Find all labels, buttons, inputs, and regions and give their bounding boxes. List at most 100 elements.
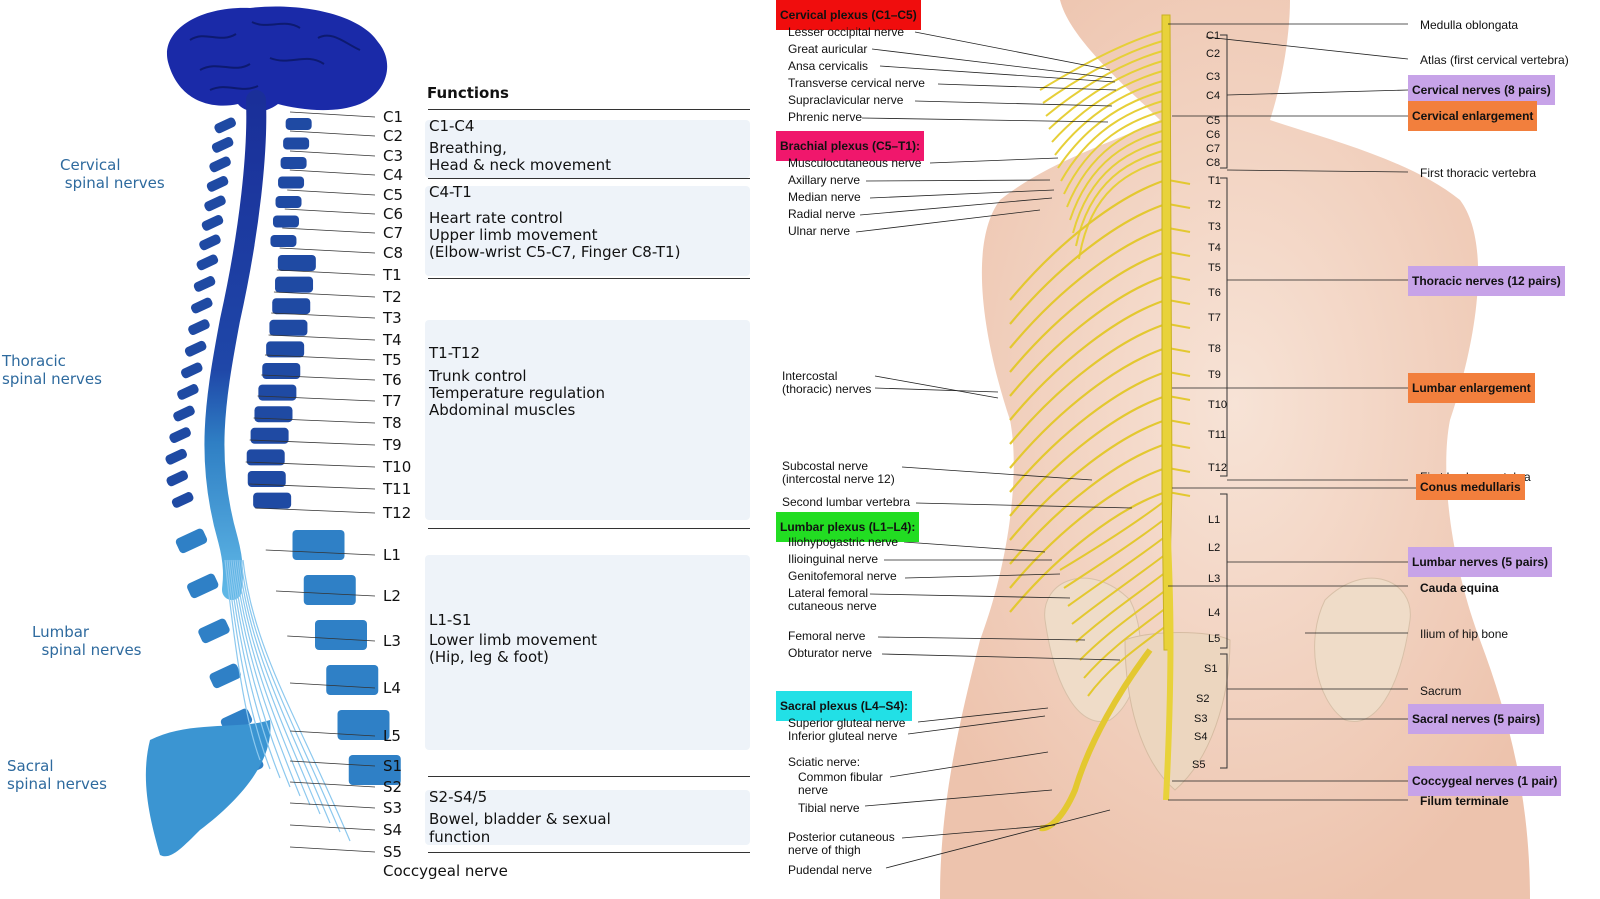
spinous-process — [204, 195, 226, 212]
segment-pointer — [273, 291, 376, 298]
lumbar-branch — [1079, 589, 1167, 661]
vertebra-label-s4: S4 — [1194, 731, 1208, 743]
vertebra-label-c2: C2 — [1206, 48, 1221, 60]
segment-pointer — [289, 760, 376, 767]
label-ilioinguinal: Ilioinguinal nerve — [788, 552, 879, 566]
hip-bone — [1314, 577, 1411, 722]
cauda-equina-strand — [242, 559, 351, 842]
lumbar-branch — [1059, 499, 1167, 571]
vertebral-body — [278, 176, 305, 189]
intercostal-nerve — [1009, 466, 1167, 589]
leader-line — [877, 636, 1086, 641]
segment-pointer — [289, 150, 376, 157]
spinous-process — [169, 427, 191, 443]
cauda-equina-strand — [240, 559, 341, 833]
label-medulla: Medulla oblongata — [1420, 18, 1519, 32]
spinous-process — [196, 254, 219, 271]
cauda-equina-strand — [234, 559, 311, 806]
label-subcostal: Subcostal nerve (intercostal nerve 12) — [782, 459, 895, 486]
segment-pointer — [284, 208, 376, 215]
segment-pointer — [257, 395, 376, 402]
vertebral-body — [266, 341, 305, 358]
label-lateral-femoral: Lateral femoral cutaneous nerve — [788, 586, 877, 613]
vertebra-label-t6: T6 — [1208, 287, 1221, 299]
spinous-process — [199, 234, 221, 251]
leader-line — [874, 375, 999, 399]
intercostal-nerve — [1009, 250, 1167, 373]
segment-label-l3: L3 — [383, 632, 401, 650]
brachial-plexus-tag: Brachial plexus (C5–T1): — [776, 131, 925, 161]
intercostal-nerve — [1009, 274, 1167, 397]
segment-pointer — [245, 461, 376, 468]
segment-label-l2: L2 — [383, 587, 401, 605]
segment-label-t11: T11 — [383, 480, 412, 498]
leader-line — [914, 100, 1113, 107]
label-leader-lines — [855, 23, 1416, 869]
cauda-equina-strand — [238, 559, 331, 824]
segment-label-t3: T3 — [383, 309, 402, 327]
segment-label-s2: S2 — [383, 778, 403, 796]
vertebral-body — [254, 406, 293, 423]
lumbar-plexus-tag: Lumbar plexus (L1–L4): — [776, 512, 920, 542]
spinous-process — [193, 276, 216, 292]
label-inferior-gluteal: Inferior gluteal nerve — [788, 729, 898, 743]
label-intercostal: Intercostal (thoracic) nerves — [782, 369, 872, 396]
intercostal-nerve — [1009, 322, 1167, 445]
vertebral-body — [269, 319, 308, 336]
nerve-root — [1167, 251, 1191, 257]
vertebra-label-t5: T5 — [1208, 262, 1221, 274]
label-second-lumbar: Second lumbar vertebra — [782, 495, 911, 509]
leader-line — [914, 31, 1111, 71]
spinous-process — [211, 136, 234, 153]
intercostal-nerves — [1009, 29, 1191, 697]
leader-line — [861, 117, 1109, 123]
leader-line — [1205, 36, 1409, 60]
lumbar-branch — [1063, 517, 1167, 589]
leader-line — [1226, 89, 1409, 96]
segment-label-c8: C8 — [383, 244, 404, 262]
segment-pointer — [265, 549, 376, 556]
thoracic-region-label: Thoracic spinal nerves — [2, 352, 102, 388]
group-line: Heart rate control — [429, 209, 563, 227]
vertebra-label-s2: S2 — [1196, 693, 1210, 705]
thoracic-nerves-tag: Thoracic nerves (12 pairs) — [1408, 266, 1565, 296]
leader-line — [929, 157, 1059, 164]
vertebral-body — [277, 255, 316, 271]
vertebral-body — [326, 665, 379, 695]
nerve-root — [1167, 227, 1191, 233]
group-line: (Hip, leg & foot) — [429, 648, 549, 666]
leader-line — [871, 48, 1113, 79]
segment-label-s1: S1 — [383, 757, 403, 775]
plexus-branch — [1042, 39, 1167, 104]
sacral-plexus-tag: Sacral plexus (L4–S4): — [776, 691, 913, 721]
label-iliohypogastric: Iliohypogastric nerve — [788, 535, 899, 549]
spinous-process — [188, 319, 210, 335]
segment-pointer — [249, 483, 376, 490]
intercostal-nerve — [1009, 418, 1167, 541]
vertebra-label-c8: C8 — [1206, 157, 1221, 169]
intercostal-nerve — [1009, 490, 1167, 613]
group-line: Upper limb movement — [429, 226, 598, 244]
segment-pointer — [276, 269, 376, 276]
segment-label-s3: S3 — [383, 799, 403, 817]
cauda-equina-strand — [228, 559, 281, 779]
vertebral-body — [280, 157, 307, 169]
segment-label-c2: C2 — [383, 127, 404, 145]
segment-label-c4: C4 — [383, 166, 404, 184]
intercostal-nerve — [1009, 226, 1167, 349]
vertebral-body — [246, 449, 285, 466]
segment-label-t9: T9 — [383, 436, 402, 454]
leader-line — [864, 789, 1053, 807]
plexus-branch — [1069, 129, 1167, 221]
spinous-process — [187, 573, 219, 599]
lumbar-branch — [1087, 625, 1167, 697]
vertebra-label-s3: S3 — [1194, 713, 1208, 725]
spine-illustration — [145, 6, 401, 857]
segment-label-l5: L5 — [383, 727, 401, 745]
plexus-branch — [1057, 89, 1167, 169]
plexus-branch — [1066, 119, 1167, 208]
vertebral-body — [283, 137, 310, 150]
intercostal-nerve — [1009, 370, 1167, 493]
nerve-rootlets — [224, 559, 351, 842]
spinous-process — [209, 663, 241, 689]
